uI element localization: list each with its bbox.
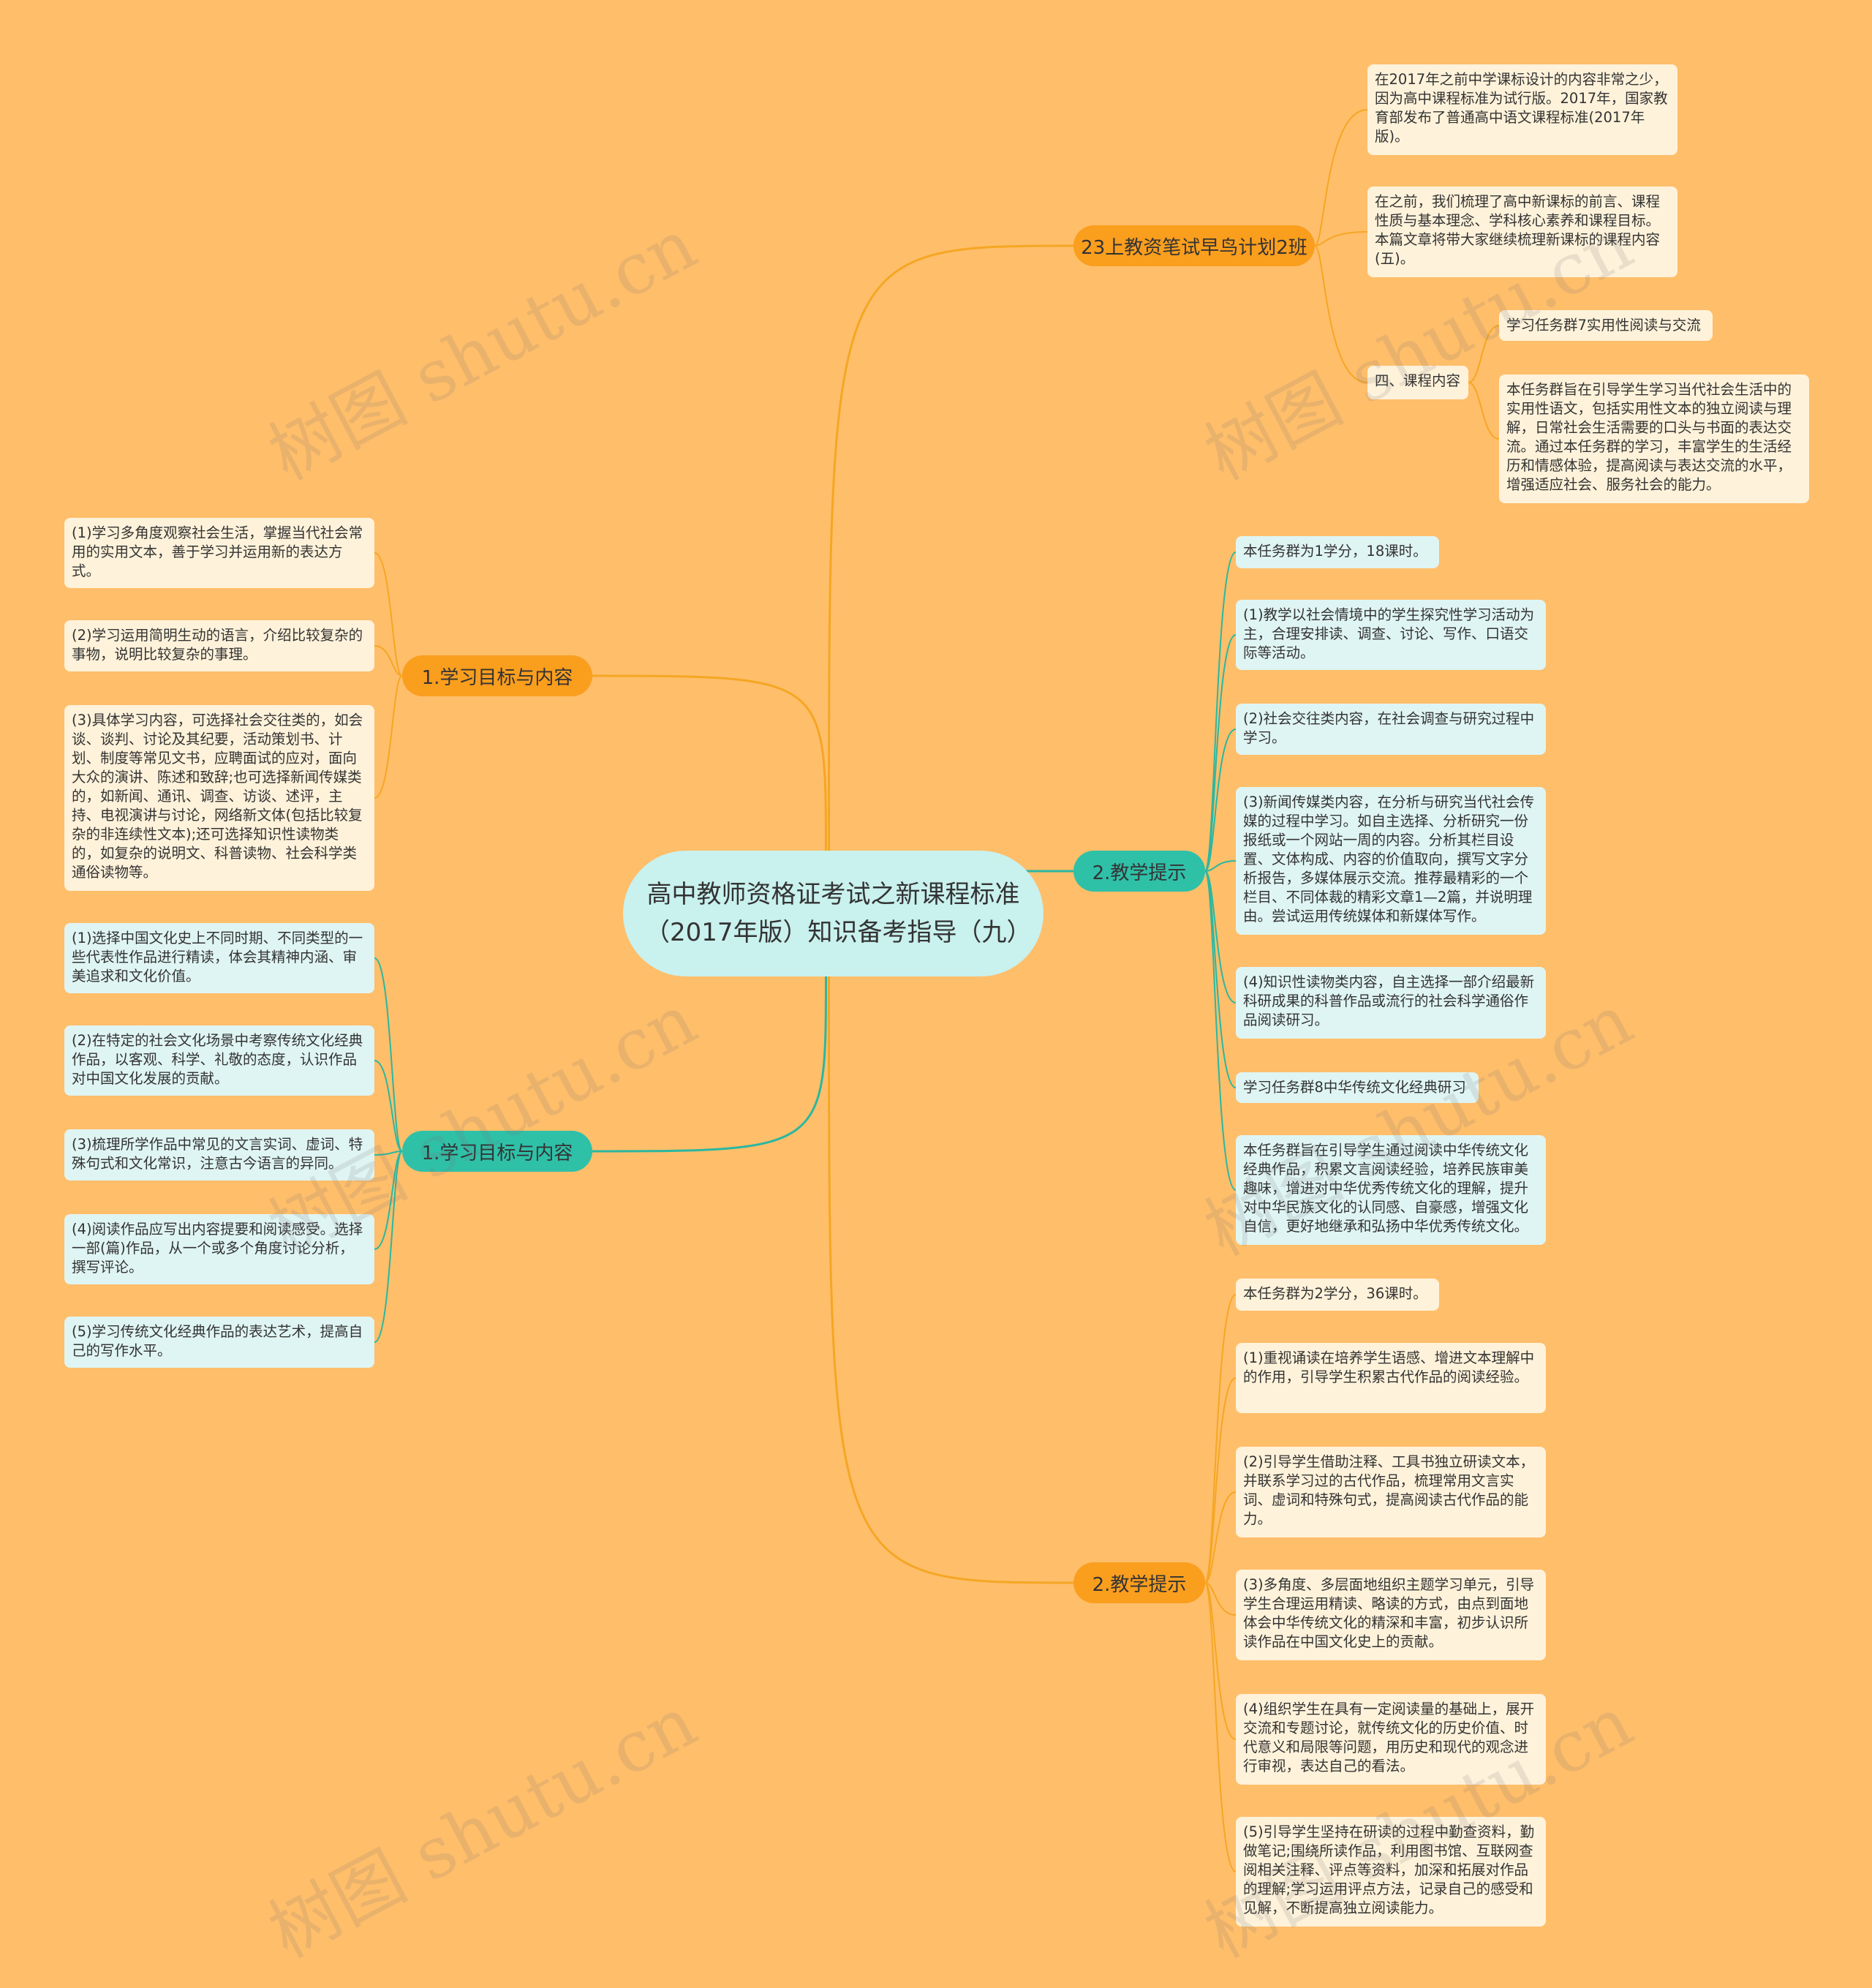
list-item[interactable]: (4)组织学生在具有一定阅读量的基础上，展开交流和专题讨论，就传统文化的历史价值… [1236, 1694, 1546, 1785]
leaf-link [1314, 245, 1368, 383]
leaf-link [374, 1151, 403, 1343]
branch-link [828, 244, 1074, 851]
leaf-task-group-7[interactable]: 学习任务群7实用性阅读与交流 [1499, 310, 1713, 341]
leaf-link [374, 645, 403, 677]
leaf-link [1204, 870, 1237, 1191]
list-item[interactable]: 本任务群为1学分，18课时。 [1236, 536, 1439, 568]
list-item[interactable]: (1)重视诵读在培养学生语感、增进文本理解中的作用，引导学生积累古代作品的阅读经… [1236, 1343, 1546, 1413]
branch-goals-content-8[interactable]: 1.学习目标与内容 [402, 1131, 592, 1172]
leaf-link [374, 1060, 403, 1152]
list-item[interactable]: (4)知识性读物类内容，自主选择一部介绍最新科研成果的科普作品或流行的社会科学通… [1236, 967, 1546, 1039]
list-item[interactable]: (2)引导学生借助注释、工具书独立研读文本，并联系学习过的古代作品，梳理常用文言… [1236, 1447, 1546, 1537]
leaf-task-group-8-desc[interactable]: 本任务群旨在引导学生通过阅读中华传统文化经典作品，积累文言阅读经验，培养民族审美… [1236, 1135, 1546, 1245]
leaf-link [1204, 1491, 1237, 1584]
list-item[interactable]: (3)多角度、多层面地组织主题学习单元，引导学生合理运用精读、略读的方式，由点到… [1236, 1570, 1546, 1660]
leaf-link [1204, 1582, 1237, 1740]
leaf-link [1204, 1582, 1237, 1616]
leaf-link [1204, 1377, 1237, 1584]
list-item[interactable]: (4)阅读作品应写出内容提要和阅读感受。选择一部(篇)作品，从一个或多个角度讨论… [64, 1214, 374, 1284]
list-item[interactable]: (2)学习运用简明生动的语言，介绍比较复杂的事物，说明比较复杂的事理。 [64, 620, 374, 671]
list-item[interactable]: (3)梳理所学作品中常见的文言实词、虚词、特殊句式和文化常识，注意古今语言的异同… [64, 1129, 374, 1181]
branch-link [592, 976, 827, 1153]
branch-goals-content-7[interactable]: 1.学习目标与内容 [402, 655, 592, 696]
leaf-link [374, 1151, 403, 1250]
leaf-task-group-7-desc[interactable]: 本任务群旨在引导学生学习当代社会生活中的实用性语文，包括实用性文本的独立阅读与理… [1499, 374, 1809, 503]
list-item[interactable]: (2)在特定的社会文化场景中考察传统文化经典作品，以客观、科学、礼敬的态度，认识… [64, 1025, 374, 1096]
leaf-intro-2017[interactable]: 在2017年之前中学课标设计的内容非常之少，因为高中课程标准为试行版。2017年… [1367, 64, 1677, 155]
leaf-link [374, 675, 403, 799]
leaf-link [1314, 231, 1368, 246]
branch-link [592, 674, 827, 851]
leaf-link [1468, 325, 1500, 383]
list-item[interactable]: (1)选择中国文化史上不同时期、不同类型的一些代表性作品进行精读，体会其精神内涵… [64, 923, 374, 993]
list-item[interactable]: (1)教学以社会情境中的学生探究性学习活动为主，合理安排读、调查、讨论、写作、口… [1236, 600, 1546, 670]
branch-link [828, 976, 1074, 1584]
branch-teaching-tips-7[interactable]: 2.教学提示 [1073, 851, 1205, 892]
leaf-link [1468, 382, 1500, 440]
center-topic[interactable]: 高中教师资格证考试之新课程标准（2017年版）知识备考指导（九） [623, 851, 1043, 976]
leaf-course-content[interactable]: 四、课程内容 [1367, 366, 1468, 399]
leaf-link [1204, 728, 1237, 872]
branch-teaching-tips-8[interactable]: 2.教学提示 [1073, 1562, 1205, 1603]
leaf-link [1204, 634, 1237, 872]
leaf-link [1204, 1582, 1237, 1872]
leaf-link [374, 552, 403, 677]
leaf-task-group-8[interactable]: 学习任务群8中华传统文化经典研习 [1236, 1072, 1479, 1103]
leaf-link [1204, 860, 1237, 872]
leaf-intro-previous[interactable]: 在之前，我们梳理了高中新课标的前言、课程性质与基本理念、学科核心素养和课程目标。… [1367, 187, 1677, 277]
list-item[interactable]: (2)社会交往类内容，在社会调查与研究过程中学习。 [1236, 704, 1546, 755]
leaf-link [1204, 870, 1237, 1004]
list-item[interactable]: (3)新闻传媒类内容，在分析与研究当代社会传媒的过程中学习。如自主选择、分析研究… [1236, 787, 1546, 935]
leaf-link [374, 957, 403, 1152]
branch-early-bird-plan[interactable]: 23上教资笔试早鸟计划2班 [1073, 225, 1315, 266]
leaf-link [1204, 551, 1237, 872]
list-item[interactable]: (1)学习多角度观察社会生活，掌握当代社会常用的实用文本，善于学习并运用新的表达… [64, 518, 374, 588]
leaf-link [1314, 109, 1368, 246]
list-item[interactable]: (5)学习传统文化经典作品的表达艺术，提高自己的写作水平。 [64, 1317, 374, 1368]
list-item[interactable]: (5)引导学生坚持在研读的过程中勤查资料，勤做笔记;围绕所读作品，利用图书馆、互… [1236, 1817, 1546, 1927]
leaf-link [374, 1151, 403, 1156]
list-item[interactable]: 本任务群为2学分，36课时。 [1236, 1279, 1439, 1311]
list-item[interactable]: (3)具体学习内容，可选择社会交往类的，如会谈、谈判、讨论及其纪要，活动策划书、… [64, 705, 374, 891]
